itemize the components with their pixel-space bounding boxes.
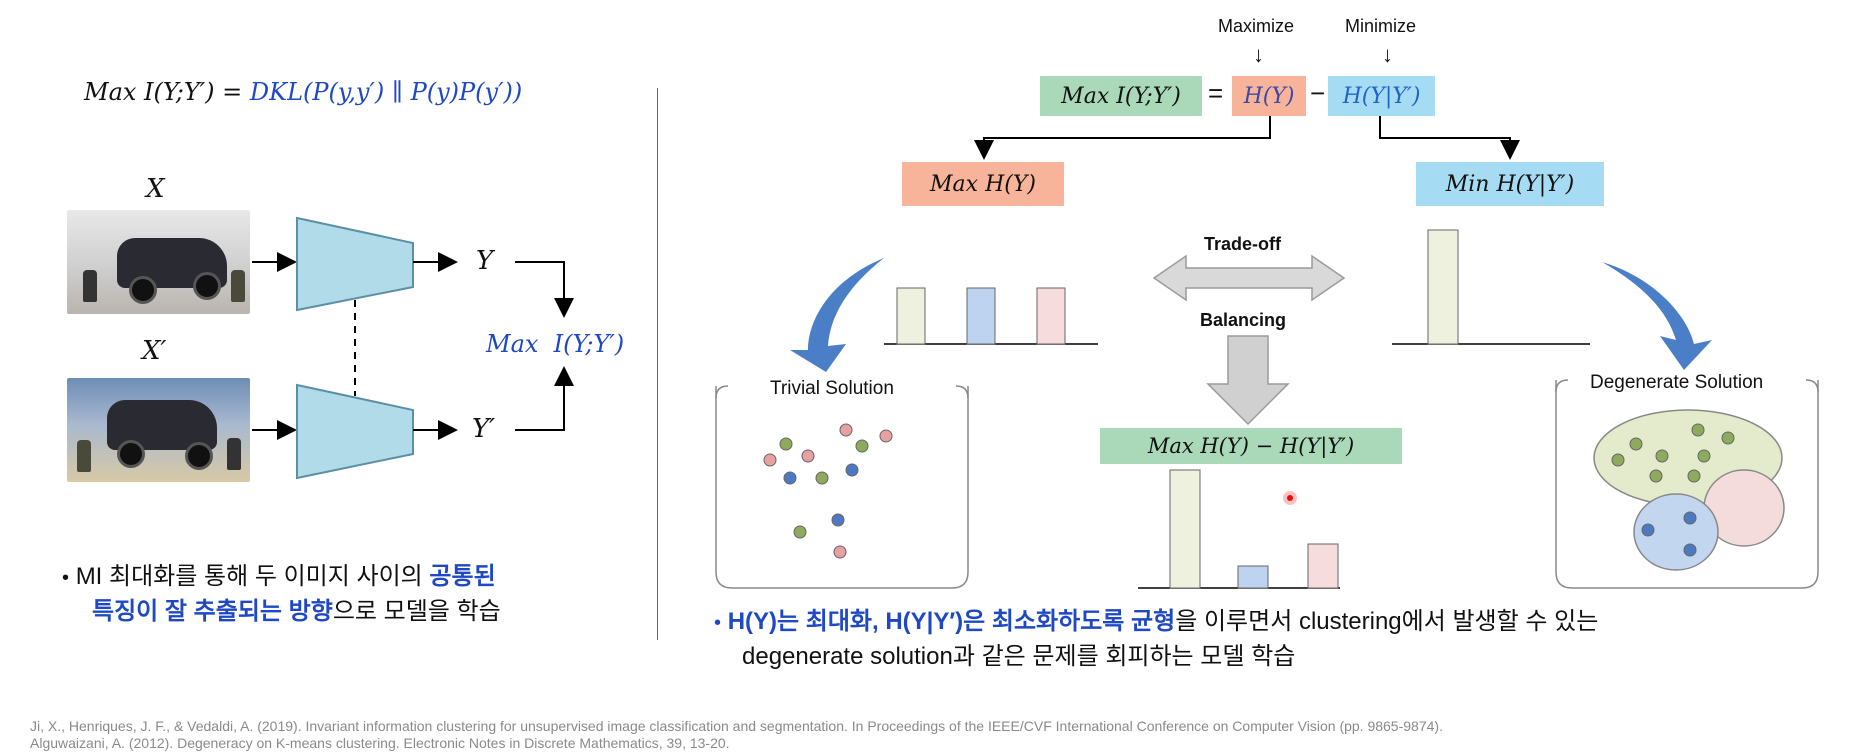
x-prime-label: X′ [142, 336, 167, 366]
minifigure-shape [227, 438, 241, 470]
reference-1: Ji, X., Henriques, J. F., & Vedaldi, A. … [30, 718, 1443, 734]
trivial-box [715, 386, 969, 589]
arrow-down-maximize: ↓ [1253, 42, 1264, 67]
wheel-shape [185, 442, 213, 470]
degenerate-curved-arrow [1602, 262, 1712, 370]
reference-2: Alguwaizani, A. (2012). Degeneracy on K-… [30, 735, 730, 751]
balancing-label: Balancing [1200, 310, 1287, 330]
uniform-bar [966, 287, 996, 345]
arrow-down-minimize: ↓ [1382, 42, 1393, 67]
scatter-points [763, 423, 893, 559]
right-bullet-text: 을 이루면서 clustering에서 발생할 수 있는 [1175, 608, 1599, 635]
bullet-mark: • [62, 567, 70, 589]
arrow-to-min-hyy [1379, 116, 1520, 160]
wheel-shape [129, 276, 157, 304]
mi-formula-main: Max I(Y;Y′) = [84, 78, 250, 106]
right-bullet: • H(Y)는 최대화, H(Y|Y′)은 최소화하도록 균형을 이루면서 cl… [714, 605, 1834, 674]
eq-mutual-information: Max I(Y;Y′) [1040, 76, 1202, 116]
balanced-bar [1237, 565, 1269, 589]
encoder-top [296, 216, 414, 312]
wheel-shape [117, 440, 145, 468]
y-label: Y [476, 246, 494, 276]
encoder-diagram [252, 216, 574, 480]
balanced-objective-box: Max H(Y) − H(Y|Y′) [1100, 428, 1402, 464]
eq-conditional-entropy: H(Y|Y′) [1328, 76, 1435, 116]
trivial-curved-arrow [790, 258, 884, 372]
arrow-y-prime-to-objective [515, 366, 574, 431]
degenerate-solution-label: Degenerate Solution [1586, 372, 1768, 394]
minifigure-shape [231, 270, 245, 302]
cluster-blue [1633, 493, 1719, 571]
kl-divergence: DKL(P(y,y′) ∥ P(y)P(y′)) [249, 78, 523, 106]
left-bullet-highlight-1: 공통된 [429, 563, 496, 590]
minifigure-shape [77, 440, 91, 472]
eq-minus: − [1310, 78, 1326, 108]
trivial-solution-label: Trivial Solution [766, 378, 898, 400]
mi-formula: Max I(Y;Y′) = DKL(P(y,y′) ∥ P(y)P(y′)) [84, 78, 522, 106]
input-image-x [67, 210, 250, 314]
left-bullet-text: MI 최대화를 통해 두 이미지 사이의 [75, 563, 430, 590]
balanced-bar [1169, 469, 1201, 589]
wheel-shape [193, 272, 221, 300]
eq-entropy-hy: H(Y) [1232, 76, 1306, 116]
max-mi-objective: Max I(Y;Y′) [486, 330, 625, 358]
right-bullet-text-line2: degenerate solution과 같은 문제를 회피하는 모델 학습 [742, 643, 1296, 670]
left-bullet-text-end: 으로 모델을 학습 [332, 598, 501, 625]
minifigure-shape [83, 270, 97, 302]
balancing-arrow [1206, 335, 1290, 426]
x-label: X [146, 174, 165, 204]
cursor-dot [1287, 495, 1293, 501]
max-hy-box: Max H(Y) [902, 162, 1064, 206]
trade-off-label: Trade-off [1204, 234, 1282, 254]
arrow-y-to-objective [515, 261, 574, 318]
left-bullet-highlight-2: 특징이 잘 추출되는 방향 [92, 598, 333, 625]
minimize-label: Minimize [1345, 16, 1417, 36]
left-bullet: • MI 최대화를 통해 두 이미지 사이의 공통된 특징이 잘 추출되는 방향… [62, 560, 642, 629]
uniform-bar [1036, 287, 1066, 345]
maximize-label: Maximize [1218, 16, 1295, 36]
panel-divider [657, 88, 658, 640]
encoder-bottom [296, 383, 414, 480]
input-image-x-prime [67, 378, 250, 482]
bullet-mark: • [714, 612, 722, 634]
degenerate-box [1555, 380, 1819, 589]
arrow-to-max-hy [974, 116, 1271, 160]
spike-bar [1427, 229, 1459, 345]
right-bullet-highlight: H(Y)는 최대화, H(Y|Y′)은 최소화하도록 균형 [727, 608, 1176, 635]
eq-equals: = [1208, 78, 1224, 108]
min-hyy-box: Min H(Y|Y′) [1416, 162, 1604, 206]
y-prime-label: Y′ [472, 414, 496, 444]
trade-off-arrow [1152, 254, 1346, 302]
balanced-bar [1307, 543, 1339, 589]
uniform-bar [896, 287, 926, 345]
cluster-points [1611, 423, 1735, 557]
